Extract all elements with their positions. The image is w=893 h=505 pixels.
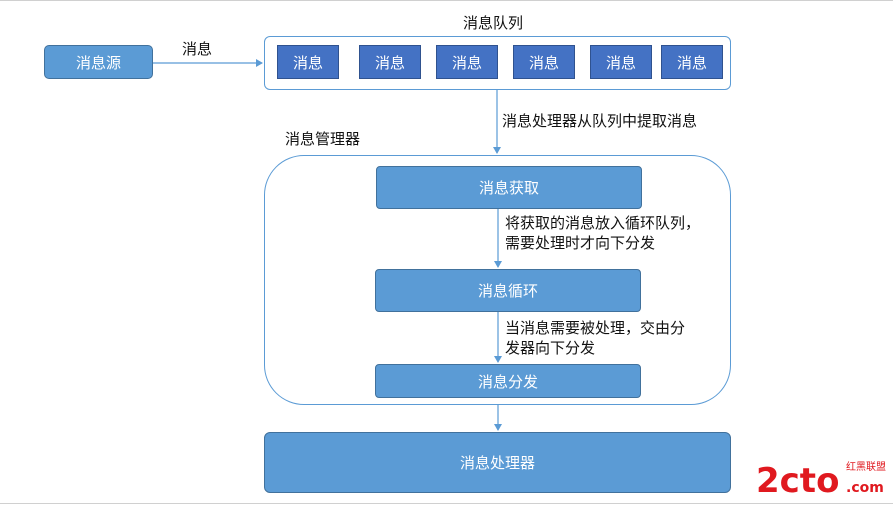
- loop-to-dispatch-label-line2: 发器向下分发: [505, 339, 596, 357]
- loop-box: 消息循环: [375, 269, 641, 312]
- manager-container: [264, 155, 731, 405]
- queue-item: 消息: [277, 45, 339, 79]
- bottom-border-line: [0, 503, 893, 504]
- dispatch-box: 消息分发: [375, 364, 641, 398]
- top-border-line: [0, 0, 893, 1]
- fetch-box: 消息获取: [376, 166, 642, 209]
- queue-item: 消息: [661, 45, 723, 79]
- logo-tagline: 红黑联盟: [846, 460, 886, 473]
- fetch-to-loop-label-line2: 需要处理时才向下分发: [505, 234, 656, 252]
- 2cto-logo-watermark: 2cto 红黑联盟 .com: [756, 460, 886, 498]
- queue-title: 消息队列: [463, 14, 524, 32]
- queue-item: 消息: [359, 45, 421, 79]
- loop-to-dispatch-label-line1: 当消息需要被处理，交由分: [505, 319, 686, 337]
- queue-container: [264, 36, 731, 90]
- fetch-to-loop-label-line1: 将获取的消息放入循环队列，: [505, 214, 701, 232]
- queue-item: 消息: [436, 45, 498, 79]
- logo-suffix: .com: [846, 480, 884, 496]
- queue-to-manager-label: 消息处理器从队列中提取消息: [502, 112, 698, 130]
- manager-title: 消息管理器: [285, 130, 361, 148]
- logo-text: 2cto: [756, 461, 839, 498]
- message-processor-box: 消息处理器: [264, 432, 731, 493]
- queue-item: 消息: [590, 45, 652, 79]
- source-edge-label: 消息: [182, 40, 213, 58]
- queue-item: 消息: [513, 45, 575, 79]
- message-source-box: 消息源: [44, 45, 153, 79]
